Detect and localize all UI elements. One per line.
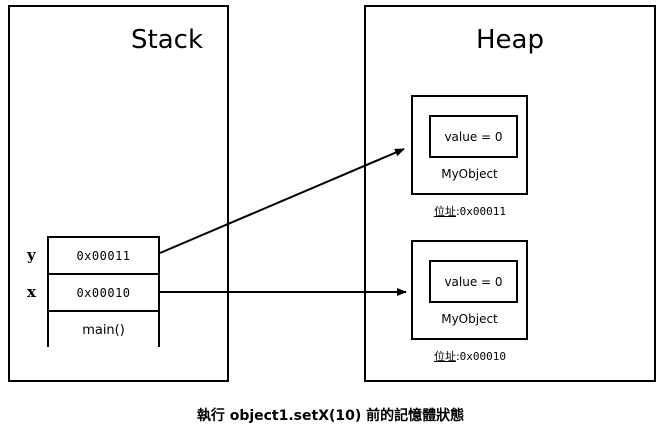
variable-label-x: x: [27, 283, 36, 301]
heap-object-2-address-prefix: 位址: [433, 350, 456, 363]
heap-object-2: value = 0 MyObject: [411, 240, 528, 340]
heap-object-1-address-prefix: 位址: [433, 205, 456, 218]
heap-object-1: value = 0 MyObject: [411, 95, 528, 195]
heap-object-1-address: 位址:0x00011: [370, 203, 570, 219]
stack-frame: 0x00011 0x00010 main(): [47, 236, 160, 349]
heap-object-1-class-name: MyObject: [441, 167, 498, 181]
heap-object-1-field: value = 0: [429, 115, 518, 158]
heap-object-2-address-value: 0x00010: [459, 350, 507, 363]
heap-object-2-address: 位址:0x00010: [370, 348, 570, 364]
heap-object-1-address-value: 0x00011: [459, 205, 507, 218]
stack-region-title: Stack: [131, 25, 203, 55]
heap-object-1-address-separator: :: [455, 205, 460, 218]
stack-slot-y: 0x00011: [49, 238, 158, 275]
variable-label-y: y: [27, 246, 36, 264]
heap-object-2-address-separator: :: [455, 350, 460, 363]
heap-region-title: Heap: [476, 25, 544, 55]
heap-object-2-field: value = 0: [429, 260, 518, 303]
stack-frame-main-label: main(): [49, 312, 158, 349]
stack-slot-x: 0x00010: [49, 275, 158, 312]
diagram-caption: 執行 object1.setX(10) 前的記憶體狀態: [196, 408, 465, 424]
heap-object-2-class-name: MyObject: [441, 312, 498, 326]
